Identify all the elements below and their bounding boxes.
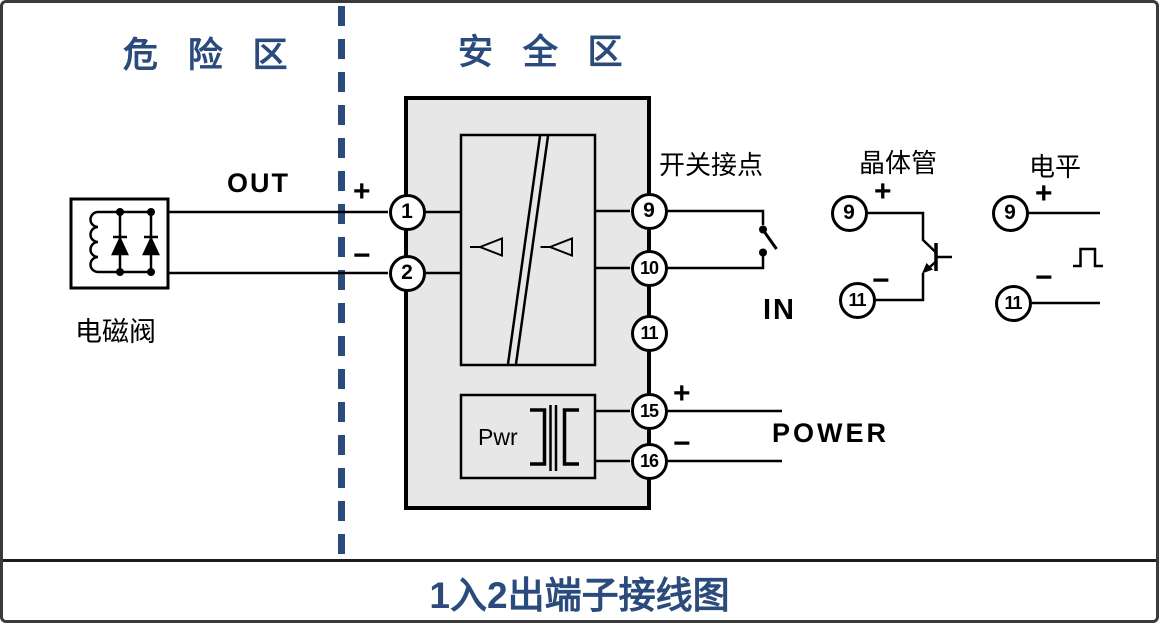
- terminal-2: 2: [388, 254, 426, 292]
- terminal-9-level: 9: [991, 194, 1029, 232]
- switch-contact-label: 开关接点: [659, 150, 764, 180]
- level-wires: [1028, 211, 1103, 305]
- terminal-9-transistor: 9: [830, 194, 868, 232]
- plus-sign-out: +: [353, 175, 371, 208]
- footer-separator: [3, 559, 1156, 562]
- isolation-slash-1: [506, 135, 542, 365]
- terminal-11: 11: [630, 314, 668, 352]
- solenoid-valve-symbol: [69, 197, 170, 290]
- in-label: IN: [763, 294, 796, 326]
- plus-sign-transistor: +: [874, 175, 892, 208]
- terminal-11-transistor: 11: [838, 281, 876, 319]
- minus-sign-level: −: [1035, 261, 1053, 294]
- diagram-title: 1入2出端子接线图: [429, 575, 730, 616]
- power-wires: [595, 409, 782, 463]
- minus-sign-out: −: [353, 239, 371, 272]
- plus-sign-power: +: [673, 377, 691, 410]
- switch-icon: [759, 225, 778, 257]
- pwr-label: Pwr: [478, 424, 518, 450]
- switch-contact-wires: [595, 209, 765, 270]
- terminal-1: 1: [388, 193, 426, 231]
- diode-icon: [111, 235, 160, 256]
- plus-sign-level: +: [1035, 177, 1053, 210]
- terminal-15: 15: [630, 392, 668, 430]
- solenoid-valve-label: 电磁阀: [75, 317, 156, 347]
- transistor-icon: [867, 211, 952, 302]
- junction-dots: [116, 208, 155, 276]
- zone-divider-dashed-line: [338, 6, 345, 559]
- isolation-slash-2: [514, 135, 550, 365]
- power-label: POWER: [772, 418, 890, 448]
- terminal-16: 16: [630, 442, 668, 480]
- isolator-symbol: [459, 133, 597, 367]
- amplifier-triangle-icon: [470, 237, 573, 257]
- transistor-label: 晶体管: [859, 148, 938, 178]
- minus-sign-transistor: −: [872, 264, 890, 297]
- level-label: 电平: [1029, 152, 1082, 182]
- transformer-icon: [530, 405, 579, 471]
- diagram-canvas: [69, 96, 1103, 510]
- out-label: OUT: [227, 168, 290, 198]
- safe-zone-label: 安 全 区: [458, 33, 633, 72]
- pulse-icon: [1073, 247, 1103, 268]
- coil-icon: [89, 210, 99, 274]
- terminal-11-level: 11: [994, 284, 1032, 322]
- terminal-9: 9: [630, 192, 668, 230]
- hazard-zone-label: 危 险 区: [123, 36, 298, 75]
- pwr-block: [459, 393, 597, 480]
- out-wires: [168, 210, 461, 275]
- terminal-10: 10: [630, 249, 668, 287]
- minus-sign-power: −: [673, 427, 691, 460]
